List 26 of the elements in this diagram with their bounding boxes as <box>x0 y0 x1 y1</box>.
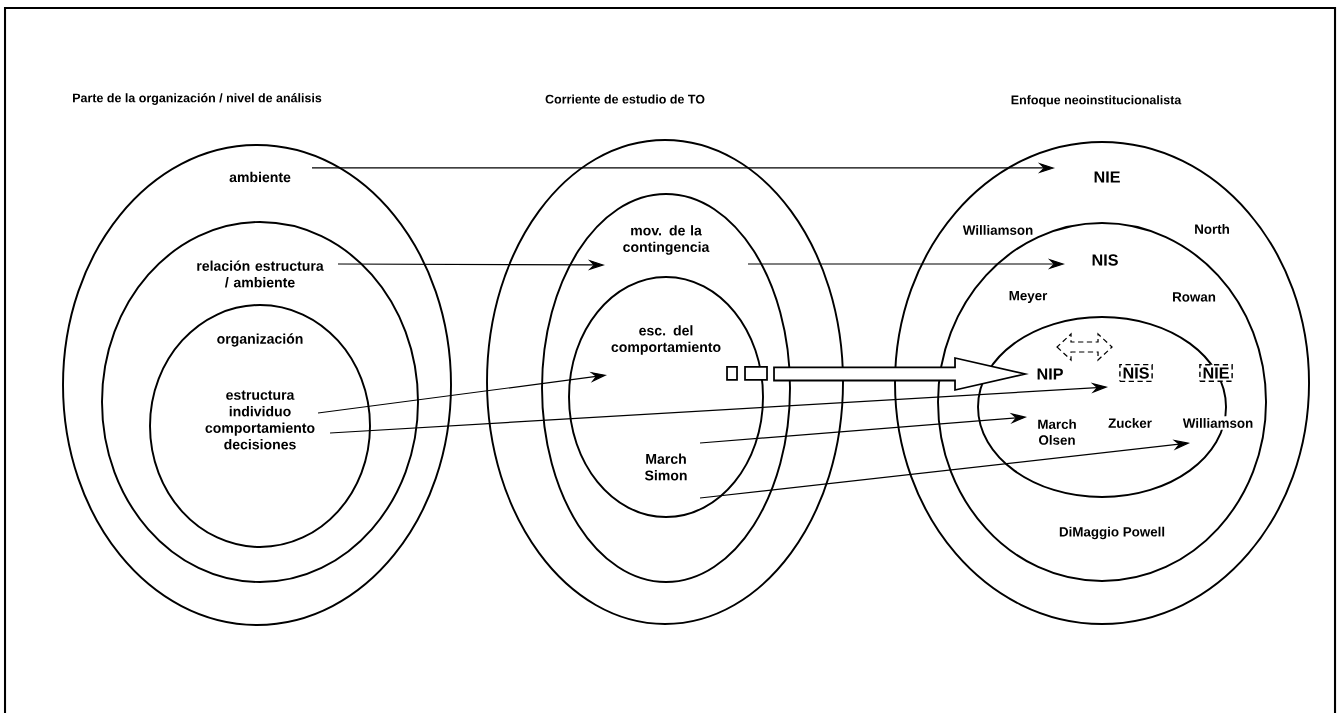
level-label: relación estructura / ambiente <box>197 260 324 288</box>
block-arrow <box>726 356 1029 392</box>
author-name: Williamson <box>962 225 1033 235</box>
column-heading: Corriente de estudio de TO <box>545 94 705 104</box>
ellipse <box>486 139 844 625</box>
author-name: Zucker <box>1108 418 1152 428</box>
dashed-box: NIE <box>1199 364 1233 382</box>
level-label: organización <box>217 333 303 347</box>
level-label: mov. de la contingencia <box>623 225 710 255</box>
author-name: Rowan <box>1173 292 1216 302</box>
level-label: estructura individuo comportamiento decisiones <box>205 390 315 450</box>
column-heading: Parte de la organización / nivel de análisis <box>73 93 322 105</box>
author-name: March Olsen <box>1038 419 1076 445</box>
author-name: Meyer <box>1009 291 1048 303</box>
level-label: ambiente <box>229 171 291 183</box>
double-arrow <box>1056 332 1113 362</box>
dashed-box: NIS <box>1119 363 1153 383</box>
approach-label: NIP <box>1037 368 1063 380</box>
level-label: esc. del comportamiento <box>611 325 721 355</box>
approach-label: NIS <box>1092 254 1118 266</box>
approach-label: NIE <box>1094 171 1120 183</box>
author-name: North <box>1195 224 1229 234</box>
author-name: March Simon <box>644 453 687 481</box>
author-name: DiMaggio Powell <box>1059 526 1165 540</box>
author-name: Williamson <box>1181 416 1255 430</box>
column-heading: Enfoque neoinstitucionalista <box>1011 95 1182 107</box>
